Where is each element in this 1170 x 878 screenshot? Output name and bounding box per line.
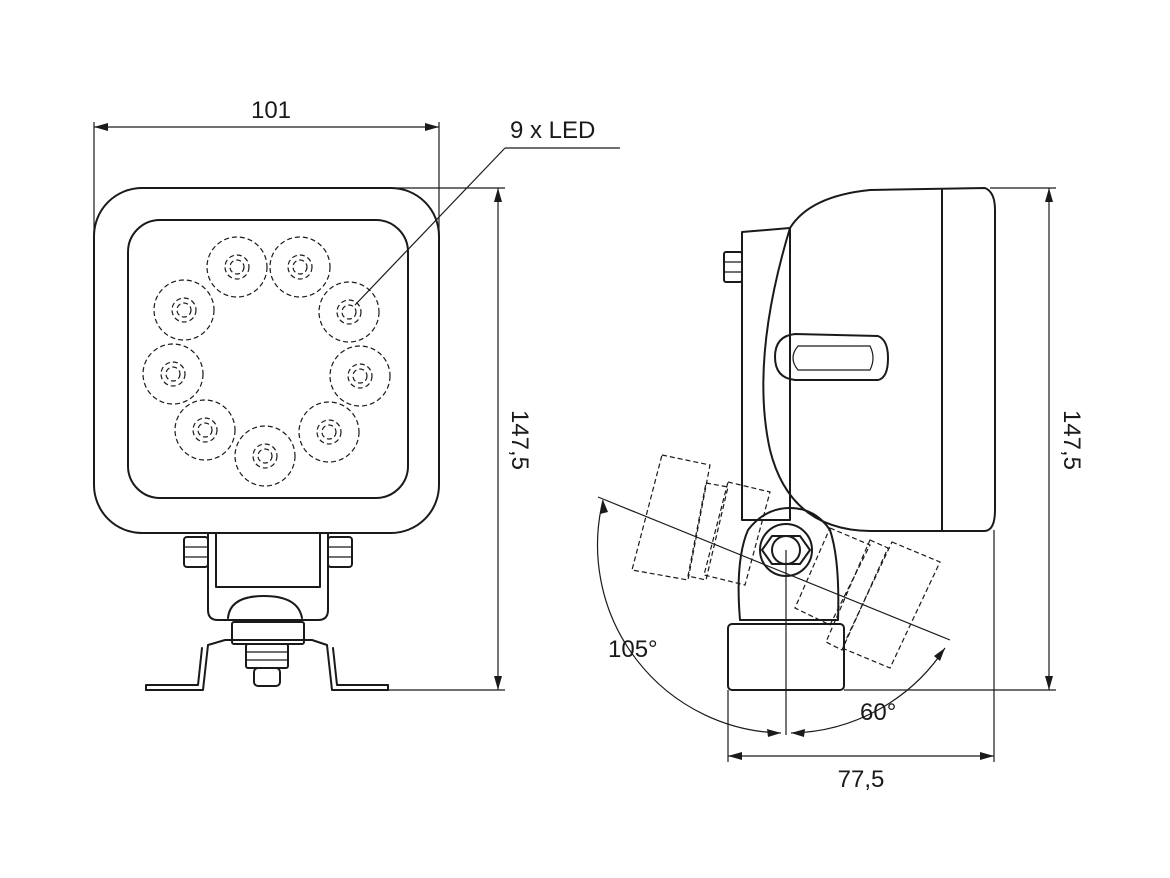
side-housing-body <box>762 187 996 532</box>
led-callout-label: 9 x LED <box>510 117 595 144</box>
front-view: 101 147,5 9 x LED <box>93 97 620 691</box>
front-housing-outer <box>93 187 440 534</box>
depth-dimension-label: 77,5 <box>838 766 885 793</box>
led <box>298 401 360 463</box>
led <box>329 345 391 407</box>
led <box>142 343 204 405</box>
width-dimension-label: 101 <box>251 97 291 124</box>
tilt-ghost-back <box>631 454 771 586</box>
led <box>318 281 380 343</box>
led <box>269 236 331 298</box>
front-lens <box>127 219 409 499</box>
width-dimension <box>93 122 440 250</box>
front-height-dimension-label: 147,5 <box>506 410 533 470</box>
led-callout-leader <box>354 147 620 306</box>
front-height-dimension <box>300 187 505 691</box>
led <box>174 399 236 461</box>
led <box>234 425 296 487</box>
tilt-angle-lines <box>596 496 951 737</box>
side-height-dimension-label: 147,5 <box>1058 410 1085 470</box>
tilt-angle-back-label: 105° <box>608 636 658 663</box>
led-ring <box>142 236 391 487</box>
side-view: 105° 60° 77,5 147,5 <box>596 187 1085 793</box>
led <box>153 279 215 341</box>
tilt-ghost-front <box>794 527 941 669</box>
tilt-angle-front-label: 60° <box>860 699 896 726</box>
depth-dimension <box>727 530 995 762</box>
side-vent-slot <box>774 333 889 381</box>
led <box>206 236 268 298</box>
front-mount <box>145 532 389 691</box>
side-back-plate <box>741 227 791 521</box>
side-height-dimension <box>844 187 1056 691</box>
